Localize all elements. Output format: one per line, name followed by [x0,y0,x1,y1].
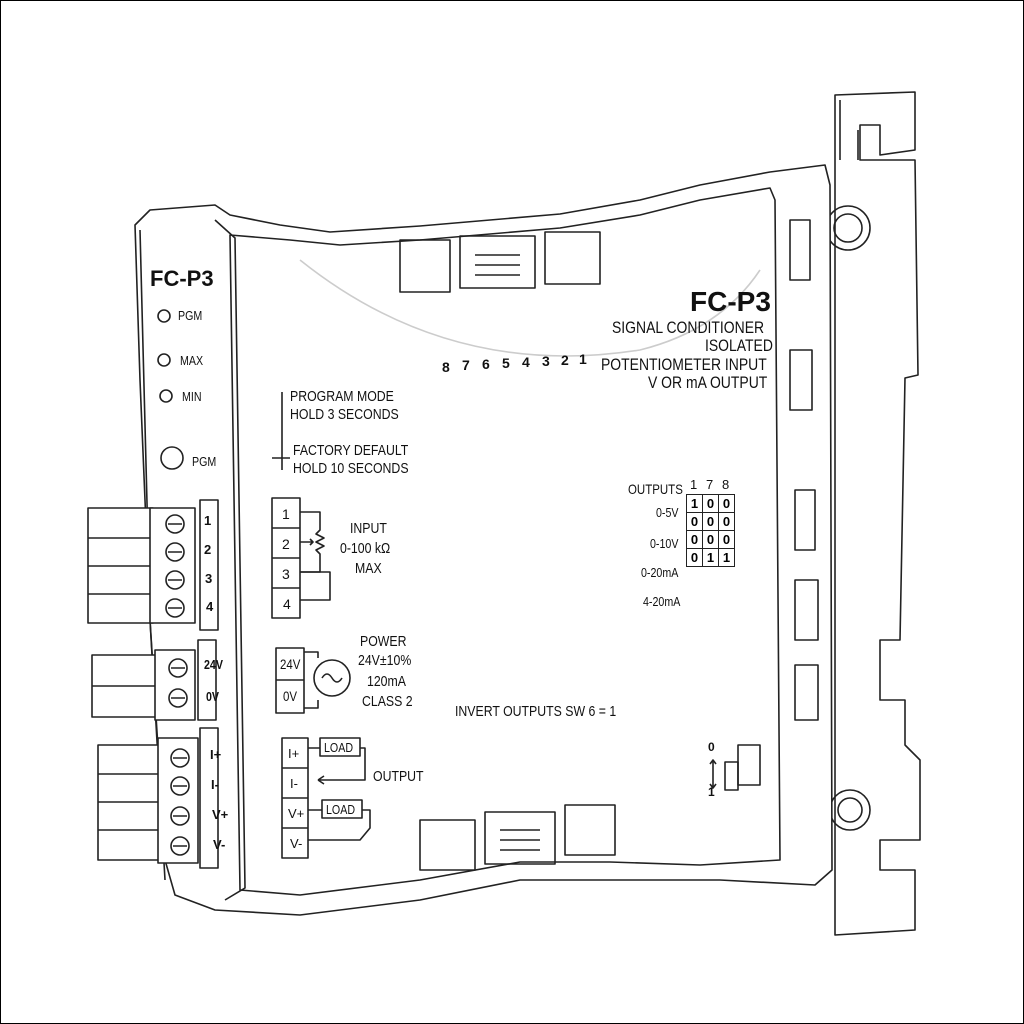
input-range: 0-100 kΩ [340,540,391,557]
outputs-row-label: 0-20mA [641,565,679,580]
side-output-i-minus: I- [211,777,219,792]
power-terminal-block[interactable] [91,639,217,721]
dip-number: 1 [579,351,587,367]
table-cell: 0 [718,494,735,513]
side-power-24v: 24V [204,657,223,672]
input-pin-3: 3 [282,566,290,582]
side-output-v-plus: V+ [212,807,229,822]
input-pin-2: 2 [282,536,290,552]
dip-number: 6 [482,356,490,372]
table-cell: 0 [702,512,719,531]
invert-outputs-text: INVERT OUTPUTS SW 6 = 1 [455,703,617,720]
table-cell: 0 [702,530,719,549]
table-cell: 0 [686,530,703,549]
out-v-minus: V- [290,836,303,851]
out-v-plus: V+ [288,806,305,821]
outputs-col-8: 8 [722,477,730,492]
power-24v-label: 24V [280,656,301,672]
din-clip [825,91,921,936]
desc-line-1: SIGNAL CONDITIONER [612,318,765,337]
dip-number: 4 [522,354,530,370]
desc-line-2: ISOLATED [705,336,773,355]
program-mode-text: PROGRAM MODE [290,388,394,405]
program-hold-text: HOLD 3 SECONDS [290,406,399,423]
load-label-current: LOAD [324,740,354,755]
dip-number: 3 [542,353,550,369]
led-min-label: MIN [182,389,202,404]
out-i-minus: I- [290,776,298,791]
power-0v-label: 0V [283,688,298,704]
input-pin-4: 4 [283,596,291,612]
table-cell: 0 [718,530,735,549]
dip-number: 2 [561,352,569,368]
side-terminal-number: 4 [206,599,214,614]
led-max-label: MAX [180,353,204,368]
side-model-label: FC-P3 [150,266,214,291]
table-row: 0 0 0 [686,512,735,531]
dip-number: 8 [442,359,450,375]
factory-default-text: FACTORY DEFAULT [293,442,409,459]
outputs-row-label: 0-10V [650,536,679,551]
pgm-button[interactable] [161,447,183,469]
front-model-label: FC-P3 [690,286,771,317]
outputs-table: 1 0 0 0 0 0 0 0 0 0 1 1 [686,494,735,567]
table-cell: 1 [718,548,735,567]
desc-line-3: POTENTIOMETER INPUT [601,355,767,374]
pgm-button-label: PGM [192,454,217,469]
outputs-col-1: 1 [690,477,698,492]
dip-number: 5 [502,355,510,371]
table-cell: 1 [686,494,703,513]
dip-number: 7 [462,357,470,373]
side-terminal-number: 2 [204,542,212,557]
switch-label-1: 1 [708,785,715,799]
switch-label-0: 0 [708,740,715,754]
side-output-i-plus: I+ [210,747,222,762]
power-voltage: 24V±10% [358,652,412,669]
outputs-table-header: OUTPUTS [628,481,683,497]
side-terminal-number: 3 [205,571,213,586]
table-cell: 1 [702,548,719,567]
side-power-0v: 0V [206,689,220,704]
desc-line-4: V OR mA OUTPUT [648,373,768,392]
table-cell: 0 [702,494,719,513]
power-class: CLASS 2 [362,693,413,710]
load-label-voltage: LOAD [326,802,356,817]
outputs-col-7: 7 [706,477,714,492]
factory-hold-text: HOLD 10 SECONDS [293,460,409,477]
table-row: 1 0 0 [686,494,735,513]
housing [134,164,833,916]
table-cell: 0 [718,512,735,531]
table-row: 0 0 0 [686,530,735,549]
output-terminal-block[interactable] [97,727,219,869]
side-terminal-number: 1 [204,513,212,528]
side-output-v-minus: V- [213,837,226,852]
table-cell: 0 [686,548,703,567]
power-title: POWER [360,633,407,650]
out-i-plus: I+ [288,746,300,761]
output-title: OUTPUT [373,768,424,785]
input-title: INPUT [350,520,387,537]
table-row: 0 1 1 [686,548,735,567]
led-pgm-label: PGM [178,308,203,323]
input-terminal-block[interactable] [87,499,219,631]
outputs-row-label: 0-5V [656,505,679,520]
table-cell: 0 [686,512,703,531]
input-max: MAX [355,560,382,577]
power-current: 120mA [367,673,406,690]
outputs-row-label: 4-20mA [643,594,681,609]
input-pin-1: 1 [282,506,290,522]
